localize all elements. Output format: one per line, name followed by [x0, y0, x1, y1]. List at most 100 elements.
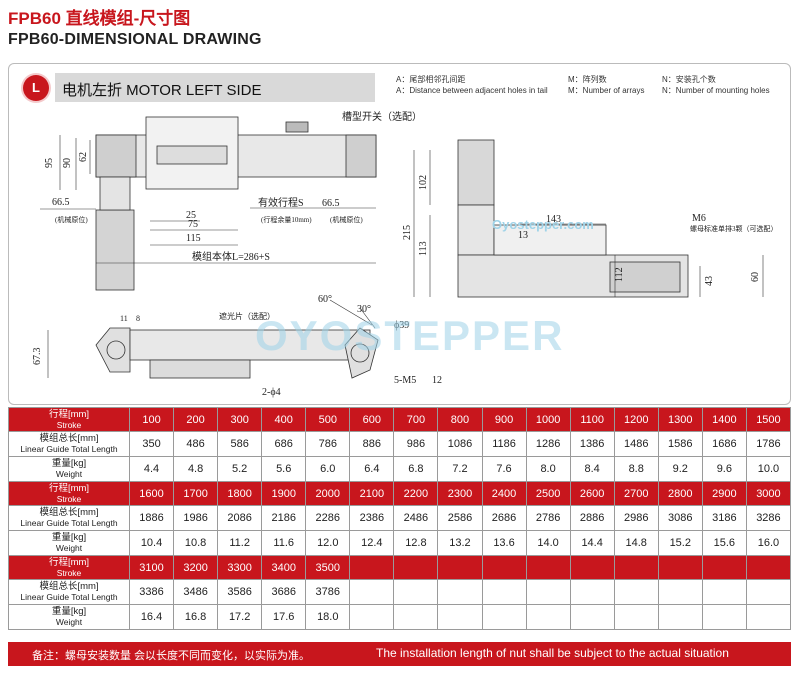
label-angle-30: 30°	[357, 304, 371, 315]
table-cell: 2186	[261, 505, 307, 531]
table-cell: 586	[217, 431, 263, 457]
row-header-stroke: 行程[mm]Stroke	[8, 407, 130, 432]
table-cell: 3500	[305, 555, 351, 580]
table-cell: 3686	[261, 579, 307, 605]
bottom-view-body	[129, 329, 371, 361]
table-cell	[569, 579, 615, 605]
table-cell: 2800	[657, 481, 703, 506]
table-cell: 400	[261, 407, 307, 432]
table-cell	[349, 604, 395, 630]
table-cell	[437, 555, 483, 580]
row-header-en: Linear Guide Total Length	[20, 444, 118, 454]
row-header-en: Stroke	[56, 419, 82, 430]
table-cell: 14.0	[525, 530, 571, 556]
row-header-cn: 模组总长[mm]	[39, 507, 99, 518]
label-113: 113	[418, 241, 429, 256]
watermark-top: Oyostepper.com	[492, 217, 594, 232]
table-cell: 300	[217, 407, 263, 432]
table-cell: 2786	[525, 505, 571, 531]
table-cell: 11.2	[217, 530, 263, 556]
label-115: 115	[186, 233, 201, 244]
side-view-motor	[457, 139, 495, 206]
label-25: 25	[186, 210, 196, 221]
table-cell: 1986	[173, 505, 219, 531]
row-header-cn: 模组总长[mm]	[39, 581, 99, 592]
label-66-5-left: 66.5	[52, 197, 70, 208]
table-cell: 350	[128, 431, 175, 457]
table-cell: 8.4	[569, 456, 615, 482]
table-cell: 3100	[128, 555, 175, 580]
legend-m-en: M：Number of arrays	[568, 86, 645, 95]
label-8: 8	[136, 314, 140, 323]
table-cell	[657, 555, 703, 580]
table-cell	[745, 555, 792, 580]
section-bar	[55, 73, 375, 102]
dimensional-drawing: 槽型开关（选配） 95 90 62 66.5 (机械原位) 25 75 115 …	[32, 110, 778, 398]
table-cell	[393, 579, 439, 605]
table-cell: 1786	[745, 431, 792, 457]
label-body-length: 模组本体L=286+S	[192, 250, 270, 263]
label-90: 90	[62, 158, 73, 168]
table-cell: 13.2	[437, 530, 483, 556]
label-66-5-right: 66.5	[322, 198, 340, 209]
side-view-carriage	[493, 224, 607, 256]
table-cell	[393, 604, 439, 630]
label-67-3: 67.3	[32, 348, 43, 366]
row-header-weight: 重量[kg]Weight	[8, 456, 130, 482]
label-phi39: ϕ39	[394, 320, 409, 331]
table-cell	[437, 604, 483, 630]
table-cell: 786	[305, 431, 351, 457]
table-cell: 2986	[613, 505, 659, 531]
table-cell: 3486	[173, 579, 219, 605]
table-cell	[481, 579, 527, 605]
table-cell	[745, 604, 792, 630]
table-cell	[437, 579, 483, 605]
row-header-stroke: 行程[mm]Stroke	[8, 555, 130, 580]
table-cell: 1800	[217, 481, 263, 506]
table-cell: 1486	[613, 431, 659, 457]
table-cell	[393, 555, 439, 580]
table-cell: 15.6	[701, 530, 747, 556]
table-cell: 18.0	[305, 604, 351, 630]
table-cell: 2386	[349, 505, 395, 531]
table-cell: 2600	[569, 481, 615, 506]
table-cell: 1000	[525, 407, 571, 432]
row-header-cn: 重量[kg]	[51, 458, 87, 469]
page-title-cn: FPB60 直线模组-尺寸图	[8, 9, 191, 28]
footnote-en: The installation length of nut shall be …	[376, 646, 729, 660]
table-cell: 1686	[701, 431, 747, 457]
legend-m-cn: M：阵列数	[568, 75, 607, 84]
table-cell	[613, 579, 659, 605]
table-cell: 10.8	[173, 530, 219, 556]
table-cell: 17.6	[261, 604, 307, 630]
table-cell: 3586	[217, 579, 263, 605]
table-cell: 8.8	[613, 456, 659, 482]
table-cell: 1100	[569, 407, 615, 432]
label-215: 215	[402, 225, 413, 240]
table-cell	[481, 604, 527, 630]
table-cell: 1586	[657, 431, 703, 457]
table-cell: 1386	[569, 431, 615, 457]
row-header-en: Weight	[55, 469, 83, 479]
table-cell	[657, 604, 703, 630]
row-header-length: 模组总长[mm]Linear Guide Total Length	[8, 431, 130, 457]
table-cell: 5.2	[217, 456, 263, 482]
label-143: 143	[546, 214, 561, 225]
table-cell: 1400	[701, 407, 747, 432]
row-header-cn: 重量[kg]	[51, 532, 87, 543]
table-cell: 2300	[437, 481, 483, 506]
table-cell: 3186	[701, 505, 747, 531]
table-cell: 1900	[261, 481, 307, 506]
footnote-bar: 备注：螺母安装数量 会以长度不同而变化，以实际为准。 The installat…	[8, 642, 791, 666]
table-cell: 900	[481, 407, 527, 432]
table-cell: 1086	[437, 431, 483, 457]
table-cell: 3386	[128, 579, 175, 605]
row-header-weight: 重量[kg]Weight	[8, 604, 130, 630]
table-cell: 3000	[745, 481, 792, 506]
legend-a-cn: A：尾部相邻孔间距	[396, 75, 466, 84]
table-cell: 4.4	[128, 456, 175, 482]
table-cell: 1186	[481, 431, 527, 457]
